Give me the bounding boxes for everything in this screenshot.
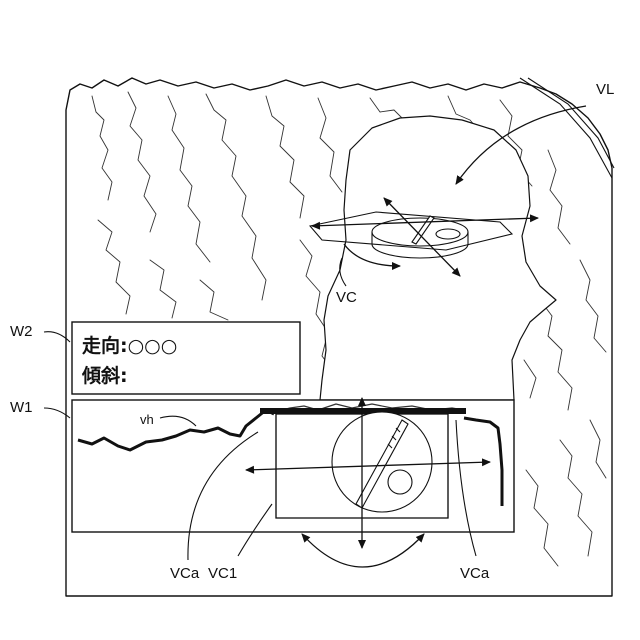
compass-bubble-2d xyxy=(388,470,412,494)
compass-top-bar xyxy=(260,408,466,414)
label-vl: VL xyxy=(596,81,614,98)
label-w1: W1 xyxy=(10,399,33,416)
label-vca-left: VCa xyxy=(170,565,200,582)
info-window-w2: 走向:○○○ 傾斜: xyxy=(72,322,300,394)
strike-text: 走向:○○○ xyxy=(82,334,177,357)
label-vc1: VC1 xyxy=(208,565,237,582)
label-vc: VC xyxy=(336,289,357,306)
label-w2: W2 xyxy=(10,323,33,340)
profile-window-w1 xyxy=(72,398,514,548)
label-vca-right: VCa xyxy=(460,565,490,582)
label-vh: vh xyxy=(140,412,154,427)
dip-text: 傾斜: xyxy=(81,364,128,387)
